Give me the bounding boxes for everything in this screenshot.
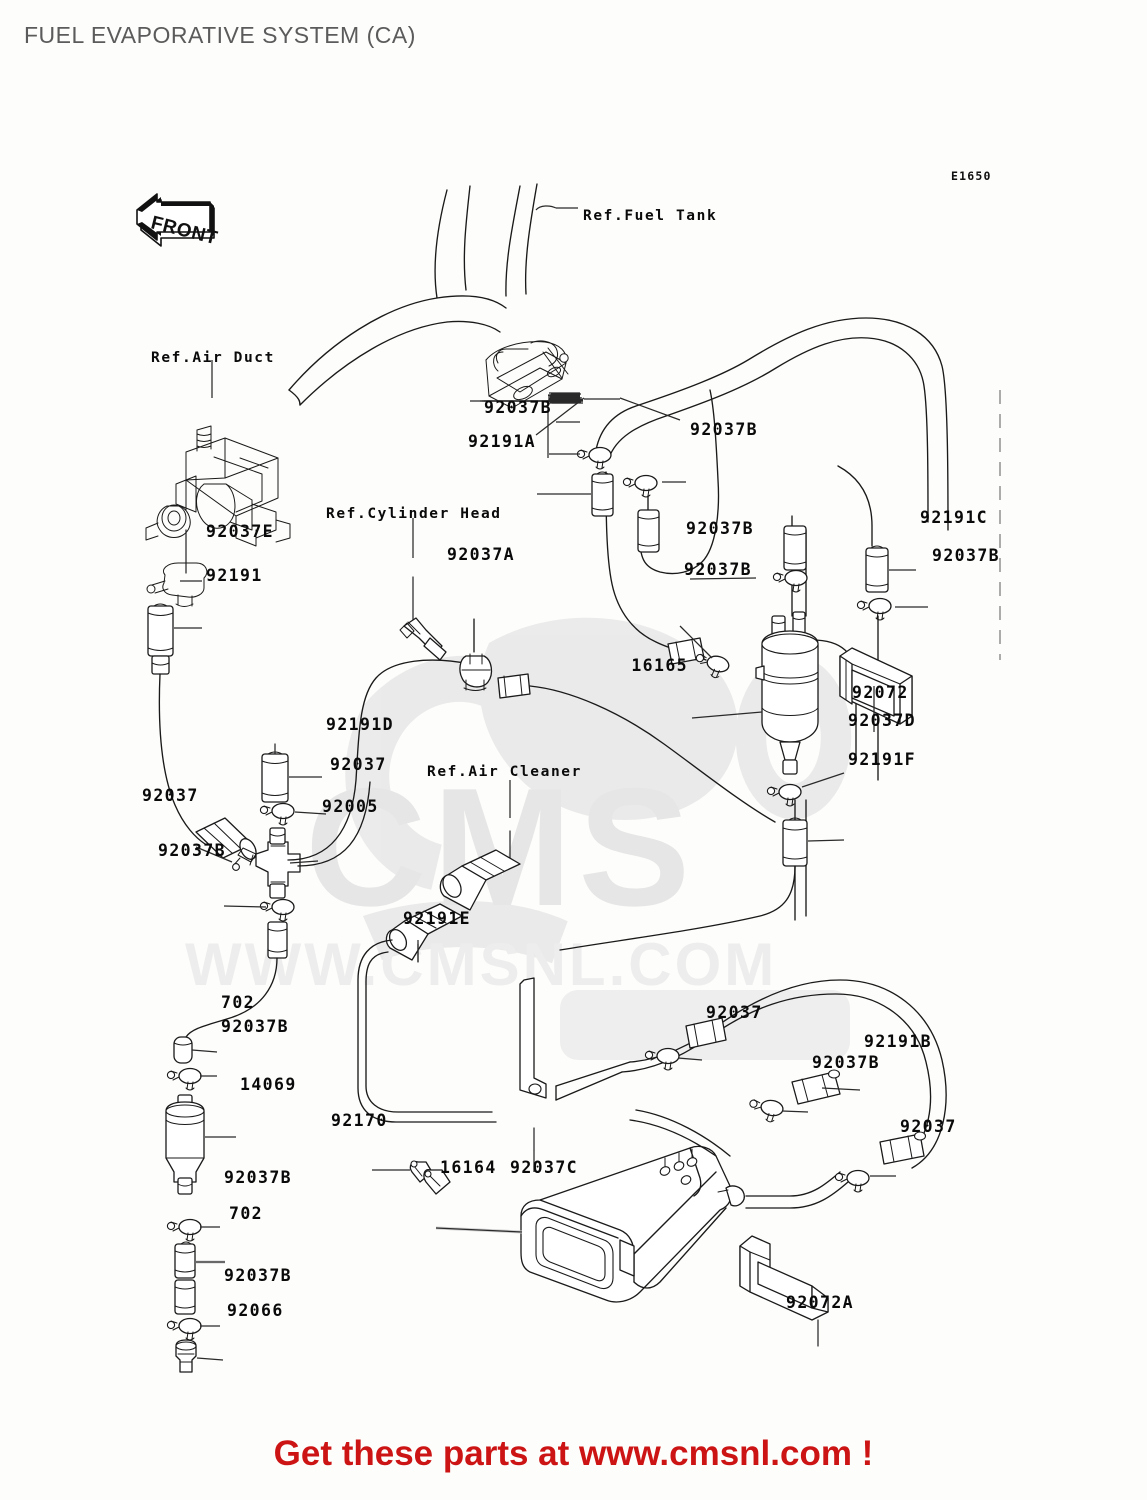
- part-callout-92037[interactable]: 92037: [330, 755, 387, 774]
- reference-label-ref-air-cleaner: Ref.Air Cleaner: [427, 764, 582, 780]
- footer-cta[interactable]: Get these parts at www.cmsnl.com !: [273, 1434, 874, 1473]
- part-callout-92037b[interactable]: 92037B: [224, 1168, 293, 1187]
- part-callout-92037a[interactable]: 92037A: [447, 545, 516, 564]
- part-callout-92191[interactable]: 92191: [206, 566, 263, 585]
- part-callout-92037[interactable]: 92037: [142, 786, 199, 805]
- diagram-code: E1650: [951, 169, 992, 183]
- part-callout-92191a[interactable]: 92191A: [468, 432, 537, 451]
- reference-label-ref-air-duct: Ref.Air Duct: [151, 350, 275, 366]
- part-callout-92005[interactable]: 92005: [322, 797, 379, 816]
- part-callout-92037c[interactable]: 92037C: [510, 1158, 579, 1177]
- part-callout-92037b[interactable]: 92037B: [684, 560, 753, 579]
- front-direction-marker: FRONT: [124, 188, 220, 266]
- part-callout-92066[interactable]: 92066: [227, 1301, 284, 1320]
- part-callout-92037b[interactable]: 92037B: [158, 841, 227, 860]
- part-callout-92037[interactable]: 92037: [900, 1117, 957, 1136]
- part-callout-92037b[interactable]: 92037B: [484, 398, 553, 417]
- part-callout-16165[interactable]: 16165: [631, 656, 688, 675]
- parts-line-drawing: .ln { fill:none; stroke:#1a1a1a; stroke-…: [0, 60, 1147, 1420]
- part-callout-92037b[interactable]: 92037B: [812, 1053, 881, 1072]
- part-callout-92037e[interactable]: 92037E: [206, 522, 275, 541]
- part-callout-92191b[interactable]: 92191B: [864, 1032, 933, 1051]
- part-callout-14069[interactable]: 14069: [240, 1075, 297, 1094]
- part-callout-92072[interactable]: 92072: [852, 683, 909, 702]
- part-callout-92037d[interactable]: 92037D: [848, 711, 917, 730]
- part-callout-92037b[interactable]: 92037B: [221, 1017, 290, 1036]
- part-callout-92037b[interactable]: 92037B: [932, 546, 1001, 565]
- part-callout-92191e[interactable]: 92191E: [403, 909, 472, 928]
- part-callout-92037[interactable]: 92037: [706, 1003, 763, 1022]
- part-callout-92037b[interactable]: 92037B: [690, 420, 759, 439]
- reference-label-ref-cylinder-head: Ref.Cylinder Head: [326, 506, 502, 522]
- part-callout-92037b[interactable]: 92037B: [686, 519, 755, 538]
- page-title: FUEL EVAPORATIVE SYSTEM (CA): [24, 22, 416, 48]
- part-callout-92191d[interactable]: 92191D: [326, 715, 395, 734]
- part-callout-92072a[interactable]: 92072A: [786, 1293, 855, 1312]
- part-callout-16164[interactable]: 16164: [440, 1158, 497, 1177]
- part-callout-92037b[interactable]: 92037B: [224, 1266, 293, 1285]
- part-callout-92191f[interactable]: 92191F: [848, 750, 917, 769]
- part-callout-702[interactable]: 702: [221, 993, 256, 1012]
- part-callout-92170[interactable]: 92170: [331, 1111, 388, 1130]
- part-callout-92191c[interactable]: 92191C: [920, 508, 989, 527]
- reference-label-ref-fuel-tank: Ref.Fuel Tank: [583, 208, 718, 224]
- part-callout-702[interactable]: 702: [229, 1204, 264, 1223]
